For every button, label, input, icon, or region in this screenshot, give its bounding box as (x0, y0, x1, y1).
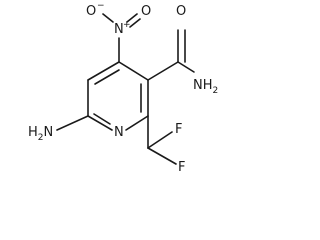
bond-nitro-n-o-minus (102, 13, 114, 23)
bond-c2-amino (56, 115, 89, 131)
fluorine-1-label: F (175, 122, 182, 137)
nitro-o-double-label: O (141, 4, 151, 19)
bond-c5-amide-c (147, 61, 179, 81)
nitro-o-minus-label: O (86, 4, 96, 19)
nitro-n-charge: + (123, 20, 131, 30)
bond-c4-c5 (118, 61, 149, 81)
bond-c3-c4-double (94, 69, 120, 85)
structure-svg: O − N + O O NH2 N H2N F F (28, 1, 218, 175)
bond-c3-c4 (87, 61, 120, 81)
bond-n1-c2-double (93, 113, 111, 125)
bond-cf2-f1 (147, 131, 173, 149)
bond-nitro-n-o-double-a (126, 13, 138, 23)
bond-c6-n1 (125, 115, 149, 131)
fluorine-2-label: F (178, 160, 185, 175)
nitro-o-minus-charge: − (97, 1, 105, 11)
bond-nitro-n-o-double-b (129, 18, 141, 28)
bond-n1-c2 (87, 115, 113, 131)
amide-nh2-label: NH2 (193, 78, 218, 96)
ring-n-label: N (114, 125, 124, 140)
amino-label: H2N (28, 125, 53, 143)
bond-amide-c-n (177, 61, 195, 73)
bond-cf2-f2 (147, 147, 177, 165)
molecule-diagram: O − N + O O NH2 N H2N F F (28, 1, 218, 175)
amide-o-label: O (176, 4, 186, 19)
nitro-n-label: N (114, 22, 124, 37)
